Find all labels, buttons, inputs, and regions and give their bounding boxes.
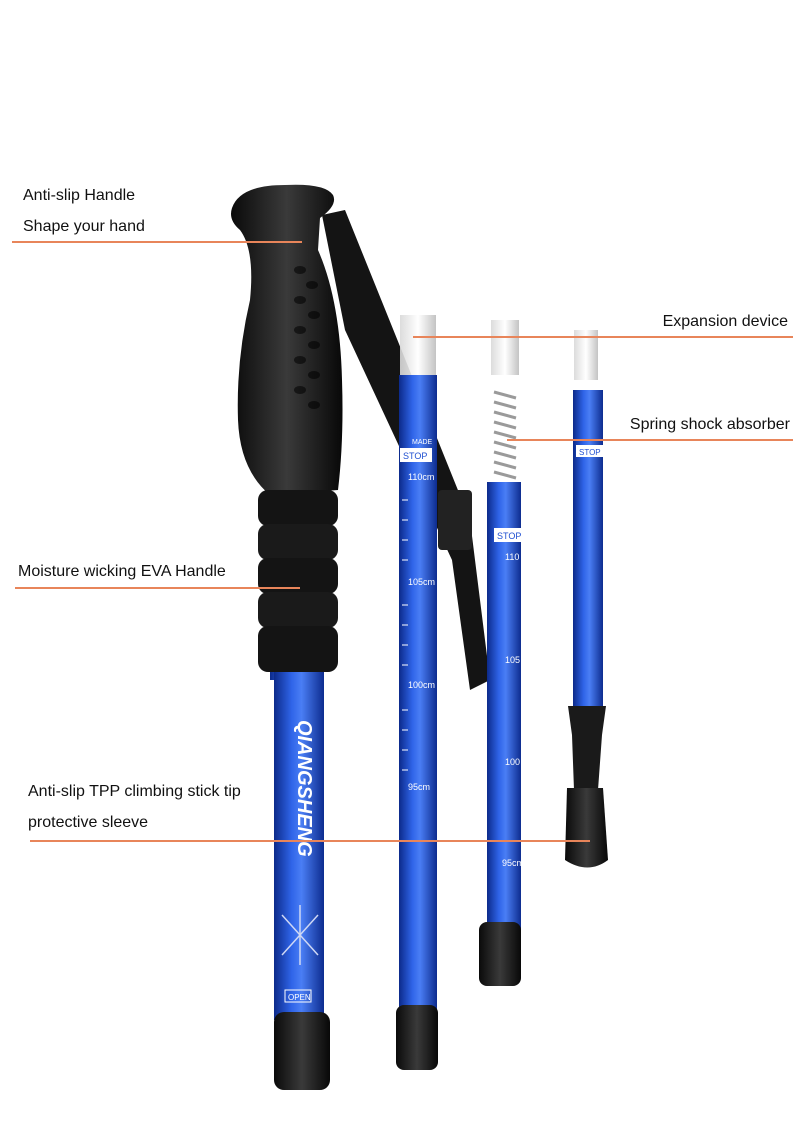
leader-line-tip xyxy=(30,840,590,842)
label-handle-title: Anti-slip Handle xyxy=(23,187,136,204)
anti-slip-handle xyxy=(231,184,343,495)
pole-2: STOP MADE 110cm 105cm 100cm 95cm xyxy=(396,315,438,1070)
pole-1-tip xyxy=(274,1012,330,1090)
pole-3-tip xyxy=(479,922,521,986)
pole-2-tip xyxy=(396,1005,438,1070)
scale-100: 100cm xyxy=(408,680,435,690)
pole-3-scale-100: 100 xyxy=(505,757,520,767)
spring-shock-absorber xyxy=(493,390,517,480)
pole-2-stop-badge xyxy=(400,448,432,462)
pole-1: QIANGSHENG OPEN xyxy=(231,184,343,1090)
label-handle-sub: Shape your hand xyxy=(23,218,145,235)
pole-3-scale-95: 95cm xyxy=(502,858,524,868)
pole-3-shaft xyxy=(487,482,521,932)
eva-foam-grip xyxy=(258,490,338,672)
pole-2-expansion-cap xyxy=(400,315,436,377)
open-marker xyxy=(284,989,312,1003)
leader-line-handle xyxy=(12,241,302,243)
pole-4-expansion-cap xyxy=(574,330,598,380)
label-eva-handle: Moisture wicking EVA Handle xyxy=(18,563,226,580)
scale-110: 110cm xyxy=(408,472,434,482)
scale-95: 95cm xyxy=(408,782,430,792)
pole-3-expansion-cap xyxy=(491,320,519,375)
open-text: OPEN xyxy=(288,993,311,1002)
brand-text: QIANGSHENG xyxy=(293,720,315,857)
pole-4-shaft xyxy=(573,390,603,710)
stop-text: STOP xyxy=(403,451,427,461)
pole-3-stop-text: STOP xyxy=(497,531,521,541)
pole-3: STOP 110 105 100 95cm xyxy=(479,320,524,986)
pole-4-stop-badge xyxy=(576,445,604,457)
pole-3-stop-badge xyxy=(494,528,524,542)
pole-1-lower-shaft xyxy=(274,670,324,1020)
scale-105: 105cm xyxy=(408,577,435,587)
pole-2-shaft xyxy=(399,375,437,1015)
label-spring-shock-absorber: Spring shock absorber xyxy=(629,416,790,433)
made-text: MADE xyxy=(412,439,433,446)
label-expansion-device: Expansion device xyxy=(662,313,788,330)
pole-4-stop-text: STOP xyxy=(579,448,601,457)
pole-4-threaded-connector xyxy=(568,706,606,790)
pole-4-tpp-tip xyxy=(565,788,608,868)
pole-3-scale-105: 105 xyxy=(505,655,520,665)
leader-line-eva xyxy=(15,587,300,589)
label-tip-line2: protective sleeve xyxy=(28,814,149,831)
star-logo xyxy=(281,905,319,965)
pole-3-scale-110: 110 xyxy=(505,552,519,562)
leader-line-expansion xyxy=(413,336,793,338)
pole-4: STOP xyxy=(565,330,608,868)
label-tip-line1: Anti-slip TPP climbing stick tip xyxy=(28,783,241,800)
pole-2-ticks xyxy=(402,499,408,771)
leader-line-spring xyxy=(507,439,793,441)
strap-buckle xyxy=(438,490,472,550)
